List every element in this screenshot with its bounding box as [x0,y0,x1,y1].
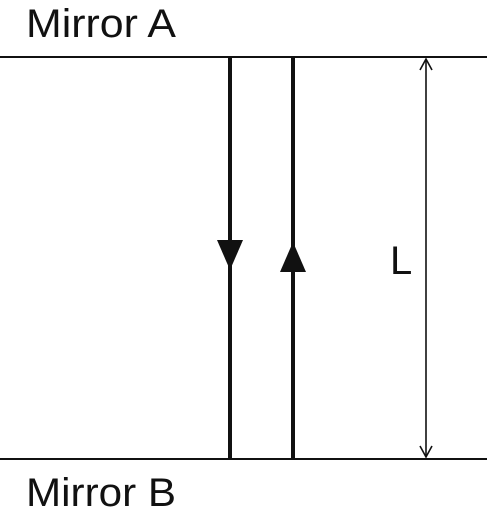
mirror-b-label: Mirror B [26,471,176,515]
up-arrow-icon [280,242,306,272]
mirror-a-label: Mirror A [26,2,176,46]
distance-label: L [390,239,412,283]
down-arrow-icon [217,240,243,270]
